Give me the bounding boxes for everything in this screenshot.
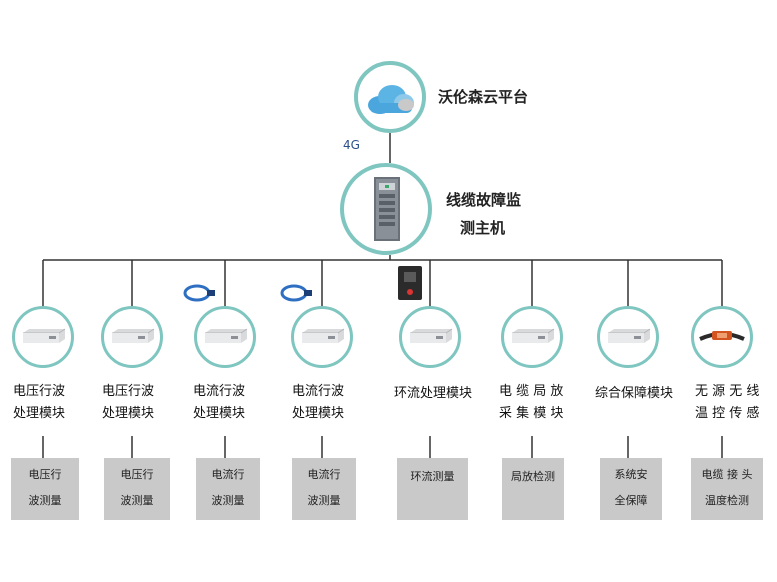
module-node-m4 [291, 306, 353, 368]
measure-box-line: 温度检测 [705, 494, 749, 507]
module-label-line: 温 控 传 感 [695, 406, 760, 421]
module-label-m3: 电流行波处理模块 [193, 381, 245, 425]
device-unit-icon [23, 328, 66, 343]
measure-box-line: 波测量 [307, 494, 341, 507]
measure-box-line: 全保障 [614, 494, 648, 507]
measure-box-line: 电压行 [28, 468, 62, 481]
module-label-line: 无 源 无 线 [695, 384, 760, 399]
measure-box-m4: 电流行波测量 [292, 458, 356, 520]
module-label-line: 处理模块 [13, 406, 66, 421]
module-label-line: 环流处理模块 [394, 386, 473, 401]
attachment-m4 [278, 282, 314, 308]
measure-box-m7: 系统安全保障 [600, 458, 662, 520]
device-unit-icon [302, 328, 345, 343]
module-node-m2 [101, 306, 163, 368]
host-node [340, 163, 432, 255]
attachment-m3 [181, 282, 217, 308]
module-label-line: 电压行波 [102, 384, 155, 399]
measure-box-m6: 局放检测 [502, 458, 564, 520]
device-unit-icon [205, 328, 248, 343]
server-cabinet-icon [374, 177, 400, 241]
measure-box-m5: 环流测量 [397, 458, 468, 520]
current-coil-icon [280, 284, 312, 302]
module-label-m5: 环流处理模块 [394, 383, 472, 405]
module-node-m8 [691, 306, 753, 368]
measure-box-line: 局放检测 [511, 470, 555, 483]
measure-box-line: 电流行 [211, 468, 245, 481]
module-label-line: 综合保障模块 [595, 386, 674, 401]
module-node-m6 [501, 306, 563, 368]
device-unit-icon [410, 328, 453, 343]
module-label-m2: 电压行波处理模块 [102, 381, 154, 425]
measure-box-m8: 电缆 接 头温度检测 [691, 458, 763, 520]
module-label-line: 处理模块 [102, 406, 155, 421]
platform-name: 沃伦森云平台 [438, 88, 529, 106]
sensor-box-icon [398, 266, 422, 300]
module-label-line: 电压行波 [13, 384, 66, 399]
module-node-m5 [399, 306, 461, 368]
measure-box-line: 波测量 [28, 494, 62, 507]
module-label-line: 电流行波 [193, 384, 246, 399]
platform-node [354, 61, 426, 133]
measure-box-line: 电压行 [120, 468, 154, 481]
measure-box-line: 波测量 [120, 494, 154, 507]
measure-box-line: 系统安 [614, 468, 648, 481]
module-label-m4: 电流行波处理模块 [292, 381, 344, 425]
module-node-m3 [194, 306, 256, 368]
measure-box-line: 环流测量 [410, 470, 455, 483]
host-name-line1: 线缆故障监 [446, 191, 522, 209]
module-label-m7: 综合保障模块 [595, 383, 673, 405]
measure-box-m2: 电压行波测量 [104, 458, 170, 520]
module-node-m1 [12, 306, 74, 368]
measure-box-m3: 电流行波测量 [196, 458, 260, 520]
host-name: 线缆故障监 测主机 [446, 186, 521, 242]
measure-box-line: 波测量 [211, 494, 245, 507]
device-unit-icon [112, 328, 155, 343]
module-label-m6: 电 缆 局 放采 集 模 块 [499, 381, 563, 425]
module-label-line: 采 集 模 块 [499, 406, 564, 421]
module-node-m7 [597, 306, 659, 368]
module-label-m1: 电压行波处理模块 [13, 381, 65, 425]
module-label-line: 处理模块 [292, 406, 345, 421]
current-coil-icon [183, 284, 215, 302]
host-name-line2: 测主机 [460, 219, 506, 237]
cloud-icon [368, 85, 414, 114]
device-unit-icon [512, 328, 555, 343]
measure-box-line: 电缆 接 头 [701, 468, 753, 481]
module-label-line: 处理模块 [193, 406, 246, 421]
device-unit-icon [608, 328, 651, 343]
measure-box-m1: 电压行波测量 [11, 458, 79, 520]
link-label-4g: 4G [343, 138, 360, 152]
measure-box-line: 电流行 [307, 468, 341, 481]
temperature-strap-icon [699, 331, 745, 341]
module-label-line: 电流行波 [292, 384, 345, 399]
attachment-m5 [396, 264, 424, 308]
module-label-line: 电 缆 局 放 [499, 384, 564, 399]
module-label-m8: 无 源 无 线温 控 传 感 [695, 381, 759, 425]
